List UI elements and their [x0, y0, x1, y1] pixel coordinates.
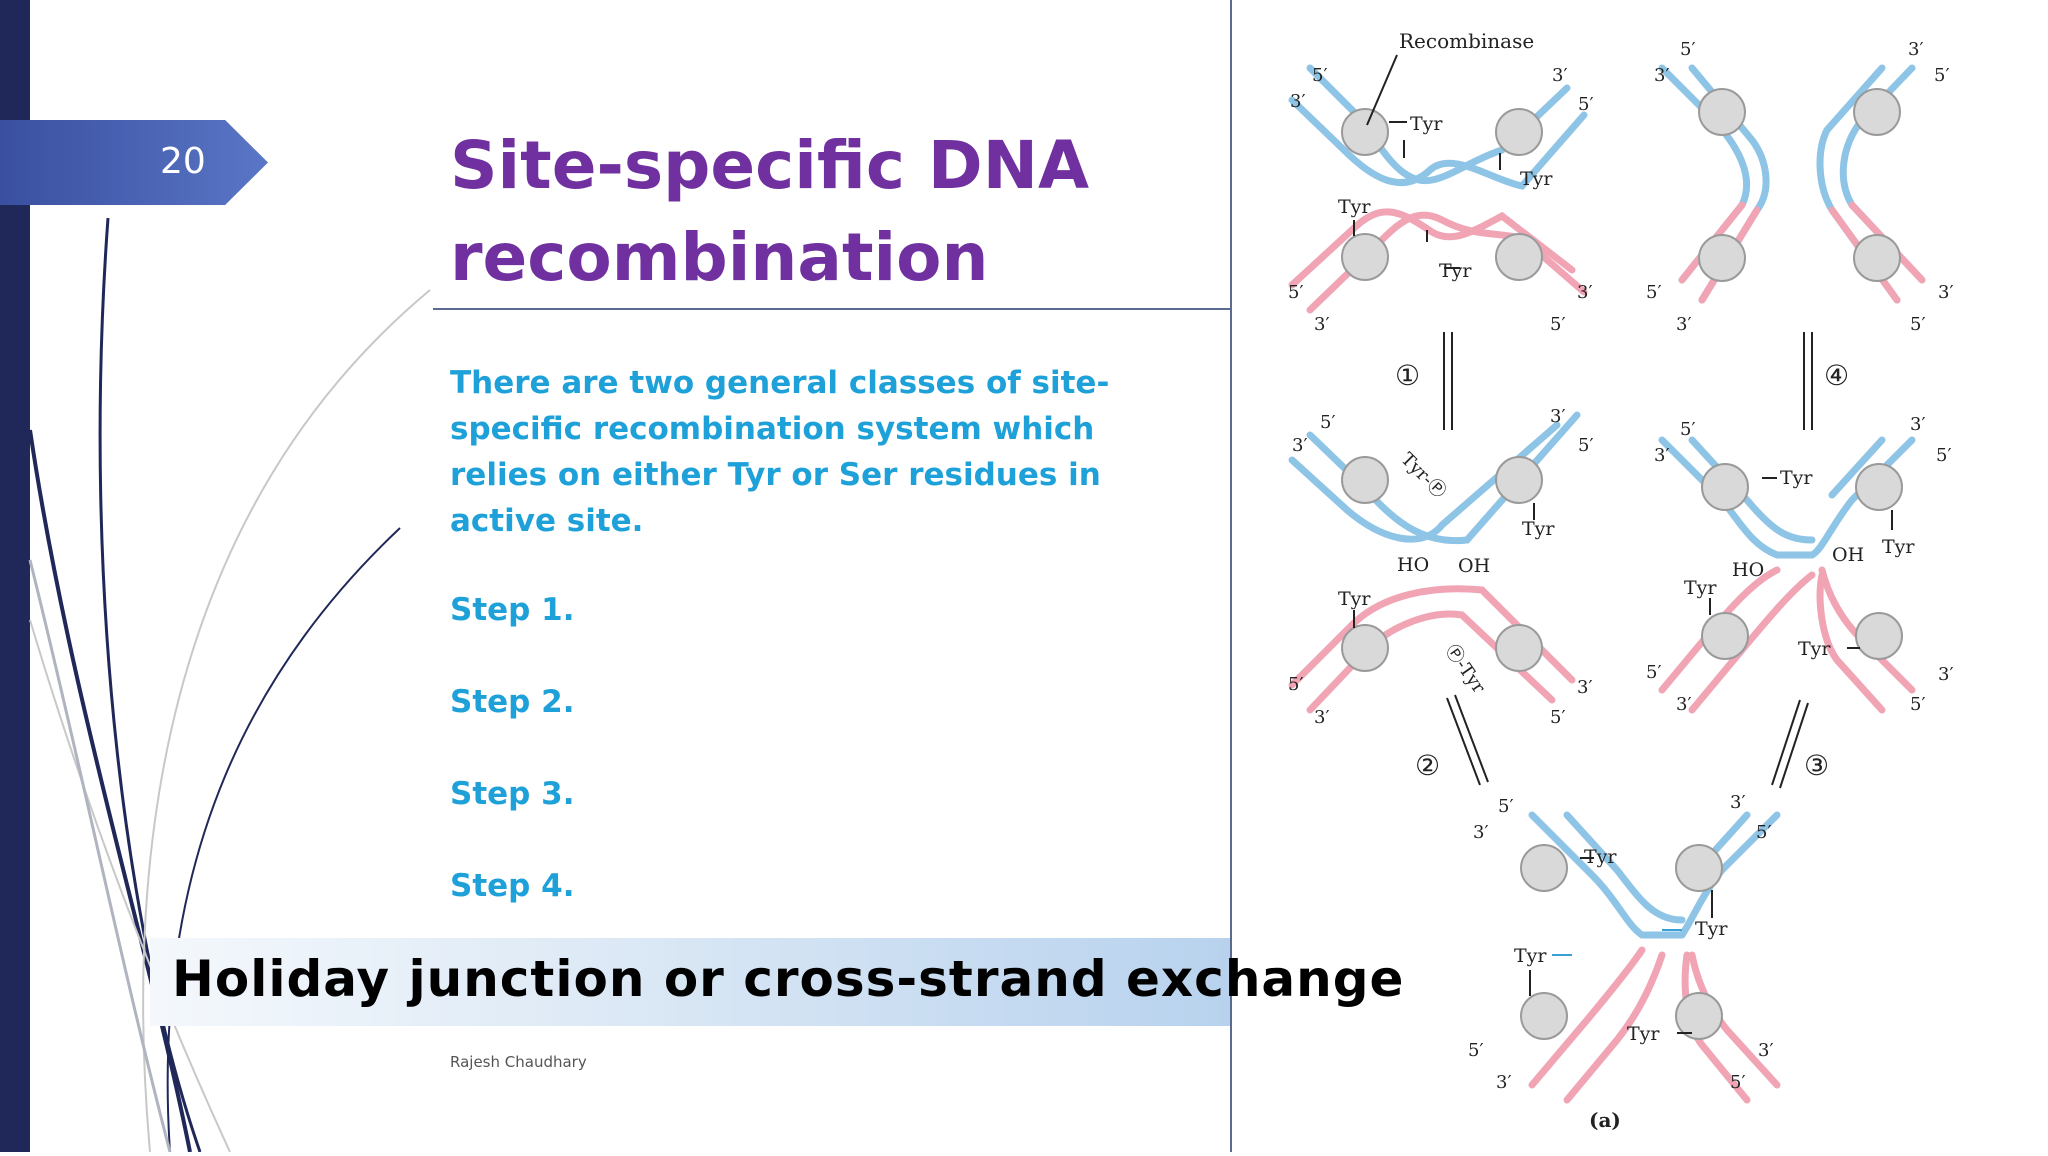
panel-label: (a): [1589, 1108, 1621, 1132]
three-prime-label: 3′: [1314, 314, 1330, 335]
three-prime-label: 3′: [1473, 822, 1489, 843]
highlight-banner: [150, 938, 1230, 1026]
ho-label: HO: [1397, 554, 1429, 576]
five-prime-label: 5′: [1288, 674, 1304, 695]
three-prime-label: 3′: [1758, 1040, 1774, 1061]
step-marker-3: ③: [1804, 749, 1829, 782]
five-prime-label: 5′: [1730, 1072, 1746, 1093]
three-prime-label: 3′: [1654, 445, 1670, 466]
slide-number: 20: [160, 141, 206, 182]
five-prime-label: 5′: [1646, 662, 1662, 683]
three-prime-label: 3′: [1908, 39, 1924, 60]
tyr-label: Tyr: [1684, 577, 1717, 599]
recombination-figure: Recombinase Tyr Tyr Tyr Tyr Tyr Tyr Tyr …: [1232, 0, 2048, 1156]
three-prime-label: 3′: [1550, 406, 1566, 427]
step-2-label: Step 2.: [450, 684, 575, 720]
slide-title: Site-specific DNA recombination: [450, 127, 1090, 296]
step-marker-2: ②: [1415, 749, 1440, 782]
decorative-curves: [28, 217, 431, 1152]
banner-text: Holiday junction or cross-strand exchang…: [172, 950, 1405, 1008]
step-marker-1: ①: [1395, 359, 1420, 392]
ho-label: HO: [1732, 559, 1764, 581]
tyr-label: Tyr: [1439, 260, 1472, 282]
step-3-label: Step 3.: [450, 776, 575, 812]
five-prime-label: 5′: [1550, 707, 1566, 728]
oh-label: OH: [1458, 555, 1490, 577]
tyr-label: Tyr: [1410, 113, 1443, 135]
five-prime-label: 5′: [1680, 419, 1696, 440]
five-prime-label: 5′: [1550, 314, 1566, 335]
tyr-label: Tyr: [1798, 638, 1831, 660]
five-prime-label: 5′: [1320, 412, 1336, 433]
vertical-divider: [1230, 0, 1232, 1152]
three-prime-label: 3′: [1496, 1072, 1512, 1093]
tyr-label: Tyr: [1627, 1023, 1660, 1045]
step-1-label: Step 1.: [450, 592, 575, 628]
phosphate-tyr-label: Ⓟ-Tyr: [1441, 641, 1490, 698]
five-prime-label: 5′: [1910, 314, 1926, 335]
three-prime-label: 3′: [1676, 314, 1692, 335]
intro-text: There are two general classes of site-sp…: [450, 365, 1110, 539]
author-credit: Rajesh Chaudhary: [450, 1053, 587, 1071]
five-prime-label: 5′: [1680, 39, 1696, 60]
slide-number-badge: [0, 120, 268, 205]
five-prime-label: 5′: [1578, 435, 1594, 456]
five-prime-label: 5′: [1756, 822, 1772, 843]
five-prime-label: 5′: [1910, 694, 1926, 715]
three-prime-label: 3′: [1577, 677, 1593, 698]
tyr-label: Tyr: [1780, 467, 1813, 489]
tyr-phosphate-label: Tyr-Ⓟ: [1396, 449, 1450, 503]
three-prime-label: 3′: [1290, 91, 1306, 112]
five-prime-label: 5′: [1936, 445, 1952, 466]
five-prime-label: 5′: [1498, 796, 1514, 817]
three-prime-label: 3′: [1292, 435, 1308, 456]
tyr-label: Tyr: [1338, 196, 1371, 218]
tyr-label: Tyr: [1584, 846, 1617, 868]
step-4-label: Step 4.: [450, 868, 575, 904]
tyr-label: Tyr: [1514, 945, 1547, 967]
oh-label: OH: [1832, 544, 1864, 566]
tyr-label: Tyr: [1522, 518, 1555, 540]
three-prime-label: 3′: [1938, 282, 1954, 303]
step-marker-4: ④: [1824, 359, 1849, 392]
three-prime-label: 3′: [1577, 282, 1593, 303]
three-prime-label: 3′: [1654, 65, 1670, 86]
five-prime-label: 5′: [1934, 65, 1950, 86]
five-prime-label: 5′: [1578, 94, 1594, 115]
tyr-label: Tyr: [1520, 168, 1553, 190]
three-prime-label: 3′: [1938, 664, 1954, 685]
three-prime-label: 3′: [1676, 694, 1692, 715]
five-prime-label: 5′: [1288, 282, 1304, 303]
tyr-label: Tyr: [1882, 536, 1915, 558]
three-prime-label: 3′: [1314, 707, 1330, 728]
five-prime-label: 5′: [1312, 65, 1328, 86]
tyr-label: Tyr: [1338, 588, 1371, 610]
recombination-diagram: Recombinase Tyr Tyr Tyr Tyr Tyr Tyr Tyr …: [1288, 29, 1954, 1132]
three-prime-label: 3′: [1552, 65, 1568, 86]
recombinase-label: Recombinase: [1399, 29, 1534, 53]
title-underline: [433, 308, 1230, 310]
five-prime-label: 5′: [1646, 282, 1662, 303]
tyr-label: Tyr: [1695, 918, 1728, 940]
five-prime-label: 5′: [1468, 1040, 1484, 1061]
three-prime-label: 3′: [1910, 414, 1926, 435]
three-prime-label: 3′: [1730, 792, 1746, 813]
